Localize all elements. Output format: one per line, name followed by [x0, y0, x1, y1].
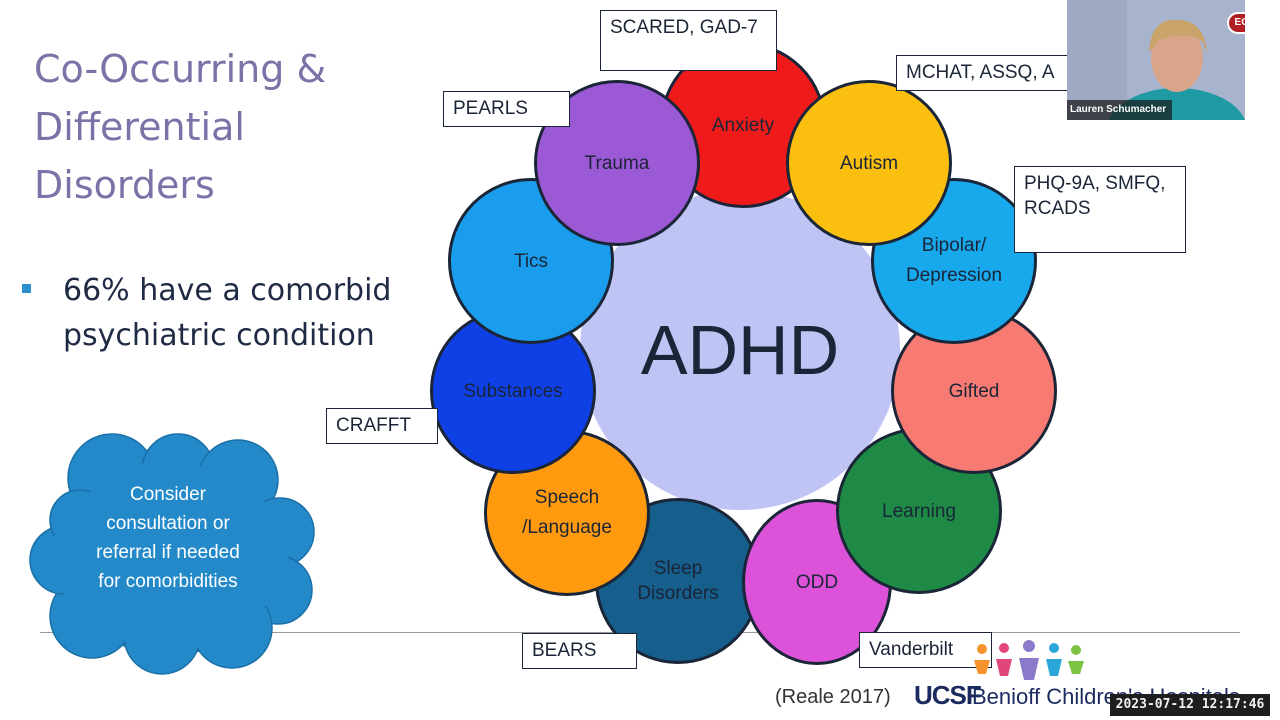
condition-label-sleep: Sleep Disorders — [637, 558, 719, 604]
condition-label-anxiety: Anxiety — [711, 114, 775, 136]
tool-box-vanderbilt: Vanderbilt — [859, 632, 992, 668]
condition-label-odd: ODD — [795, 571, 839, 593]
tool-box-scared: SCARED, GAD-7 — [600, 10, 777, 71]
tool-box-pearls: PEARLS — [443, 91, 570, 127]
condition-label-trauma: Trauma — [584, 152, 650, 174]
children-logo-icon — [974, 640, 1084, 680]
condition-label-speech: Speech /Language — [522, 487, 612, 538]
participant-name: Lauren Schumacher — [1067, 100, 1173, 120]
condition-circle-tics: Tics — [448, 178, 614, 344]
participant-video[interactable]: ECHO Lauren Schumacher — [1067, 0, 1245, 120]
cloud-callout-text: Consider consultation or referral if nee… — [96, 484, 240, 592]
tool-box-bears: BEARS — [522, 633, 637, 669]
slide-title: Co-Occurring & Differential Disorders — [34, 47, 327, 207]
bullet-marker-icon — [22, 284, 31, 293]
condition-label-gifted: Gifted — [948, 380, 1000, 402]
recording-timestamp: 2023-07-12 12:17:46 — [1110, 694, 1270, 716]
condition-circle-autism: Autism — [786, 80, 952, 246]
condition-label-autism: Autism — [839, 152, 899, 174]
tool-box-phq: PHQ-9A, SMFQ, RCADS — [1014, 166, 1186, 253]
citation: (Reale 2017) — [775, 686, 891, 708]
tool-box-phq-label: PHQ-9A, SMFQ, RCADS — [1024, 173, 1166, 219]
condition-label-learning: Learning — [882, 500, 956, 522]
condition-circle-speech: Speech /Language — [484, 430, 650, 596]
ucsf-logo: UCSF — [914, 680, 982, 710]
tool-box-crafft: CRAFFT — [326, 408, 438, 444]
tool-box-mchat: MCHAT, ASSQ, A — [896, 55, 1068, 91]
condition-label-tics: Tics — [513, 250, 549, 272]
adhd-center-label: ADHD — [640, 311, 840, 389]
condition-label-bipolar: Bipolar/ Depression — [905, 235, 1003, 286]
condition-label-substances: Substances — [463, 380, 563, 402]
echo-badge: ECHO — [1227, 12, 1245, 34]
bullet-text: 66% have a comorbid psychiatric conditio… — [63, 273, 392, 353]
